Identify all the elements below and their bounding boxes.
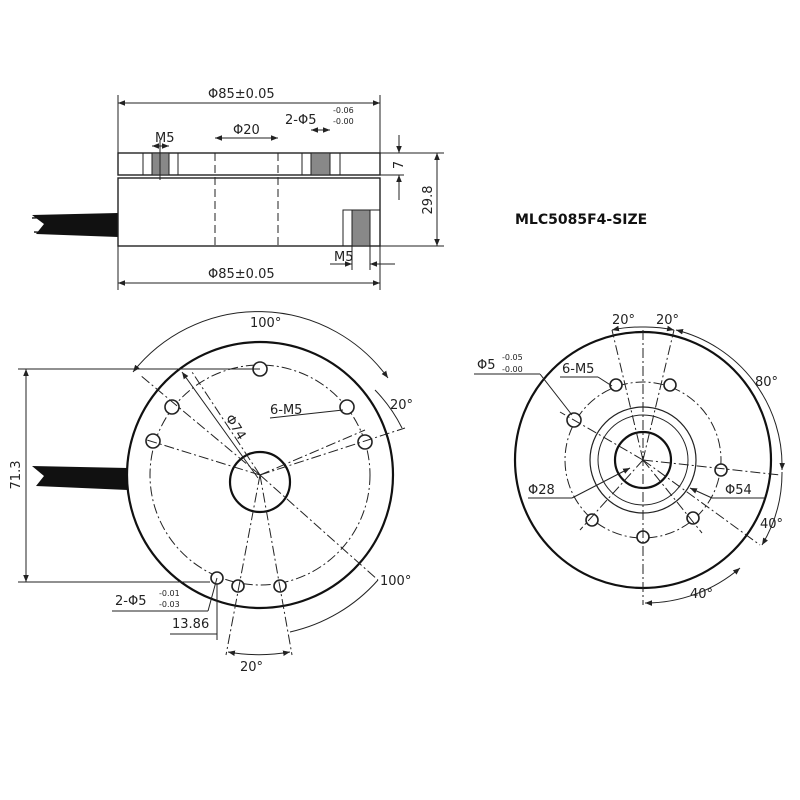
flange-thread-label: M5 — [155, 131, 175, 146]
top-pitch-diameter-label: Φ54 — [725, 483, 752, 498]
flange-thread-hole — [142, 140, 179, 180]
bottom-thread-label: 6-M5 — [270, 403, 302, 418]
bottom-outer-circle — [125, 340, 395, 610]
top-angle-lower-right: 40° — [760, 517, 783, 532]
bottom-hole-right — [357, 434, 373, 450]
top-angle-left: 20° — [612, 313, 635, 328]
side-view: Φ85±0.05 Φ20 M5 2-Φ5 -0.06 -0.00 7 29.8 … — [31, 87, 444, 290]
top-angle-80: 80° — [755, 375, 778, 390]
bottom-hole-lower-left — [231, 579, 245, 593]
bottom-view: 100° 20° 100° Φ74 6-M5 71.3 2-Φ5 -0.01 -… — [9, 311, 413, 675]
top-angle-bottom: 40° — [690, 587, 713, 602]
pin-tol-upper: -0.06 — [333, 106, 354, 115]
bottom-pitch-label: Φ74 — [222, 412, 249, 443]
body-thread-hole — [342, 209, 381, 247]
top-inner-diameter-label: Φ28 — [528, 483, 555, 498]
bottom-center-bore — [228, 450, 292, 514]
bottom-angle-top: 100° — [250, 316, 281, 331]
drawing-title: MLC5085F4-SIZE — [515, 212, 647, 228]
main-body — [117, 177, 381, 247]
bottom-height-label: 71.3 — [9, 461, 24, 490]
pin-tol-lower: -0.00 — [333, 117, 354, 126]
cable-fill — [32, 213, 118, 237]
total-height-label: 29.8 — [421, 186, 436, 215]
flange-plate — [117, 152, 381, 176]
flange-pin-hole — [301, 152, 341, 176]
top-hole-lower-right — [686, 511, 700, 525]
top-hole-upper-right — [663, 378, 677, 392]
bottom-hole-left — [145, 433, 161, 449]
top-pin-tol-lower: -0.00 — [502, 365, 523, 374]
bottom-pin-tol-lower: -0.03 — [159, 600, 180, 609]
top-angle-right: 20° — [656, 313, 679, 328]
top-view: 20° 20° 80° 40° 40° Φ5 -0.05 -0.00 6-M5 … — [474, 313, 786, 606]
flange-height-label: 7 — [392, 161, 407, 169]
bottom-pin-label: 2-Φ5 — [115, 594, 146, 609]
bottom-hole-upper-right — [339, 399, 355, 415]
bottom-pin-tol-upper: -0.01 — [159, 589, 180, 598]
bottom-hole-upper-left — [164, 399, 180, 415]
bottom-angle-right: 20° — [390, 398, 413, 413]
top-pin-tol-upper: -0.05 — [502, 353, 523, 362]
top-diameter-label: Φ85±0.05 — [208, 87, 275, 102]
top-hole-right — [714, 463, 728, 477]
top-pin-label: Φ5 — [477, 358, 496, 373]
top-hole-lower-left — [585, 513, 599, 527]
bore-diameter-label: Φ20 — [233, 123, 260, 138]
pin-label: 2-Φ5 — [285, 113, 316, 128]
body-thread-label: M5 — [334, 250, 354, 265]
bottom-offset-label: 13.86 — [172, 617, 209, 632]
top-thread-label: 6-M5 — [562, 362, 594, 377]
bottom-angle-lower: 20° — [240, 660, 263, 675]
bottom-angle-bottom: 100° — [380, 574, 411, 589]
top-hole-upper-left — [609, 378, 623, 392]
bottom-view-cable — [32, 466, 128, 490]
bottom-diameter-label: Φ85±0.05 — [208, 267, 275, 282]
